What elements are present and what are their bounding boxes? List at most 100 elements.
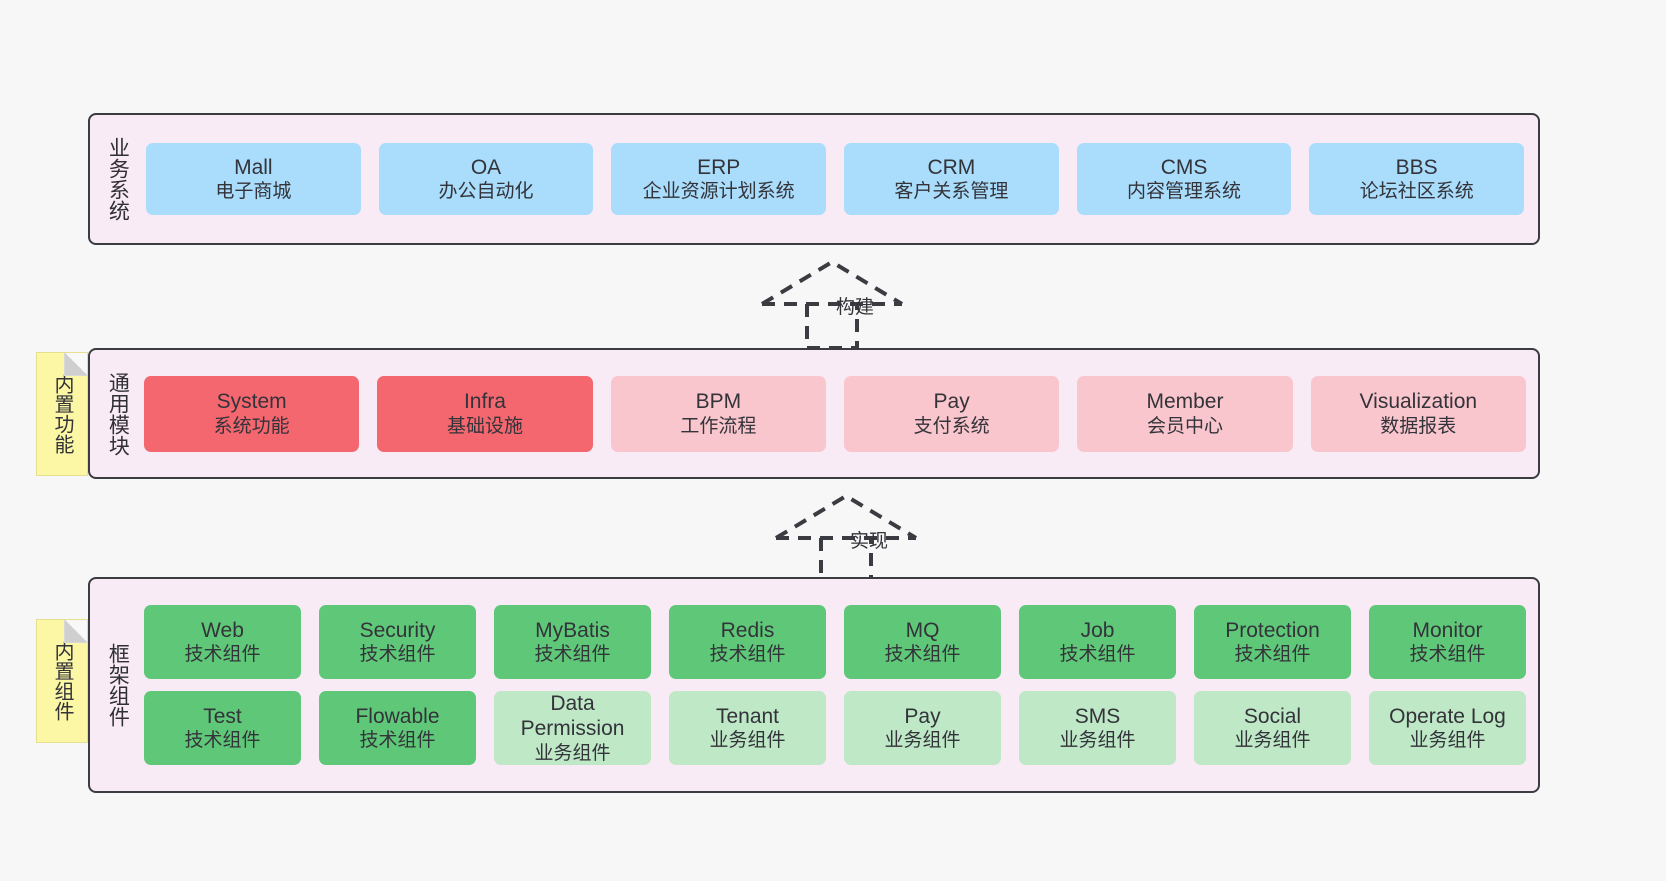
card-oa[interactable]: OA 办公自动化 [378, 143, 594, 215]
card-sms[interactable]: SMS 业务组件 [1019, 691, 1176, 765]
layer-title-framework-components: 框架组件 [106, 643, 130, 727]
card-title-en: BBS [1395, 155, 1438, 179]
card-title-cn: 技术组件 [184, 644, 261, 666]
card-title-cn: 支付系统 [913, 415, 990, 437]
card-pay-component[interactable]: Pay 业务组件 [844, 691, 1001, 765]
layer-body-common-modules: System 系统功能 Infra 基础设施 BPM 工作流程 Pay 支付系统… [144, 358, 1526, 469]
card-member[interactable]: Member 会员中心 [1077, 375, 1293, 452]
card-title-cn: 技术组件 [184, 730, 261, 752]
card-title-cn: 论坛社区系统 [1359, 181, 1474, 203]
card-title-en: CMS [1160, 155, 1208, 179]
card-title-en: SMS [1074, 704, 1121, 728]
connector-implement: 实现 [766, 492, 926, 584]
card-operate-log[interactable]: Operate Log 业务组件 [1369, 691, 1526, 765]
card-cms[interactable]: CMS 内容管理系统 [1076, 143, 1292, 215]
card-title-cn: 业务组件 [534, 743, 611, 765]
card-title-en: Mall [234, 155, 273, 179]
card-system[interactable]: System 系统功能 [144, 375, 360, 452]
layer-business-system[interactable]: 业务系统 Mall 电子商城 OA 办公自动化 ERP 企业资源计划系统 CRM… [88, 113, 1540, 245]
layer-title-common-modules: 通用模块 [106, 371, 130, 456]
card-mybatis[interactable]: MyBatis 技术组件 [494, 605, 651, 679]
layer-body-business-system: Mall 电子商城 OA 办公自动化 ERP 企业资源计划系统 CRM 客户关系… [144, 123, 1526, 235]
card-title-en: ERP [697, 155, 741, 179]
card-title-cn: 客户关系管理 [894, 181, 1009, 203]
card-title-en: MQ [905, 618, 940, 642]
card-title-en: Pay [933, 390, 970, 414]
card-erp[interactable]: ERP 企业资源计划系统 [611, 143, 827, 215]
card-web[interactable]: Web 技术组件 [144, 605, 301, 679]
card-title-cn: 技术组件 [884, 644, 961, 666]
card-security[interactable]: Security 技术组件 [319, 605, 476, 679]
card-bpm[interactable]: BPM 工作流程 [610, 375, 826, 452]
card-row: Test 技术组件 Flowable 技术组件 Data Permission … [144, 691, 1526, 765]
sticky-note-builtin-components[interactable]: 内置组件 [36, 619, 88, 743]
card-title-cn: 办公自动化 [438, 181, 534, 203]
card-title-en: Monitor [1412, 618, 1483, 642]
card-title-en: BPM [695, 390, 742, 414]
card-title-cn: 系统功能 [213, 415, 290, 437]
card-title-en: Security [359, 618, 436, 642]
sticky-note-text: 内置组件 [51, 641, 73, 721]
card-title-en: Redis [720, 618, 775, 642]
card-test[interactable]: Test 技术组件 [144, 691, 301, 765]
card-title-cn: 工作流程 [680, 415, 757, 437]
card-protection[interactable]: Protection 技术组件 [1194, 605, 1351, 679]
card-pay[interactable]: Pay 支付系统 [843, 375, 1060, 452]
connector-label-implement: 实现 [850, 531, 889, 552]
card-title-cn: 业务组件 [709, 730, 786, 752]
card-redis[interactable]: Redis 技术组件 [669, 605, 826, 679]
card-mq[interactable]: MQ 技术组件 [844, 605, 1001, 679]
card-title-en: OA [470, 155, 502, 179]
card-row: System 系统功能 Infra 基础设施 BPM 工作流程 Pay 支付系统… [144, 375, 1526, 452]
card-title-cn: 技术组件 [1059, 644, 1136, 666]
card-title-cn: 业务组件 [884, 730, 961, 752]
card-title-en: Protection [1225, 618, 1320, 642]
folded-corner-icon [64, 353, 87, 376]
layer-title-business-system: 业务系统 [106, 137, 130, 221]
card-title-cn: 内容管理系统 [1127, 181, 1242, 203]
card-visualization[interactable]: Visualization 数据报表 [1310, 375, 1526, 452]
layer-body-framework-components: Web 技术组件 Security 技术组件 MyBatis 技术组件 Redi… [144, 587, 1526, 783]
card-flowable[interactable]: Flowable 技术组件 [319, 691, 476, 765]
card-bbs[interactable]: BBS 论坛社区系统 [1309, 143, 1525, 215]
card-title-en: Web [201, 618, 244, 642]
connector-build: 构建 [752, 258, 912, 350]
card-title-cn: 业务组件 [1409, 730, 1486, 752]
card-title-en: Tenant [715, 704, 780, 728]
card-title-en: System [216, 390, 287, 414]
card-row: Mall 电子商城 OA 办公自动化 ERP 企业资源计划系统 CRM 客户关系… [146, 143, 1525, 215]
card-title-en: Social [1243, 704, 1302, 728]
sticky-note-builtin-features[interactable]: 内置功能 [36, 352, 88, 476]
card-title-cn: 技术组件 [359, 730, 436, 752]
card-title-en: Flowable [355, 704, 440, 728]
card-infra[interactable]: Infra 基础设施 [377, 375, 593, 452]
generalization-arrow-icon [760, 259, 904, 350]
card-title-cn: 基础设施 [446, 415, 523, 437]
card-title-en: Visualization [1359, 390, 1478, 414]
card-monitor[interactable]: Monitor 技术组件 [1369, 605, 1526, 679]
card-title-cn: 数据报表 [1380, 415, 1457, 437]
card-title-cn: 业务组件 [1234, 730, 1311, 752]
card-title-en: MyBatis [535, 618, 610, 642]
folded-corner-icon [64, 620, 87, 643]
card-crm[interactable]: CRM 客户关系管理 [844, 143, 1059, 215]
card-title-cn: 技术组件 [709, 644, 786, 666]
card-title-en: Operate Log [1389, 704, 1506, 728]
card-title-cn: 技术组件 [534, 644, 611, 666]
card-mall[interactable]: Mall 电子商城 [146, 143, 361, 215]
layer-framework-components[interactable]: 框架组件 Web 技术组件 Security 技术组件 MyBatis 技术组件… [88, 577, 1540, 793]
card-title-cn: 技术组件 [1409, 644, 1486, 666]
card-row: Web 技术组件 Security 技术组件 MyBatis 技术组件 Redi… [144, 605, 1526, 679]
card-job[interactable]: Job 技术组件 [1019, 605, 1176, 679]
card-title-cn: 企业资源计划系统 [642, 181, 795, 203]
card-title-en: Pay [904, 704, 941, 728]
layer-common-modules[interactable]: 通用模块 System 系统功能 Infra 基础设施 BPM 工作流程 Pay… [88, 348, 1540, 479]
card-title-en: Infra [463, 390, 506, 414]
connector-label-build: 构建 [836, 297, 875, 318]
generalization-arrow-icon [774, 493, 918, 584]
card-title-en: CRM [927, 155, 976, 179]
card-data-permission[interactable]: Data Permission 业务组件 [494, 691, 651, 765]
card-tenant[interactable]: Tenant 业务组件 [669, 691, 826, 765]
card-social[interactable]: Social 业务组件 [1194, 691, 1351, 765]
